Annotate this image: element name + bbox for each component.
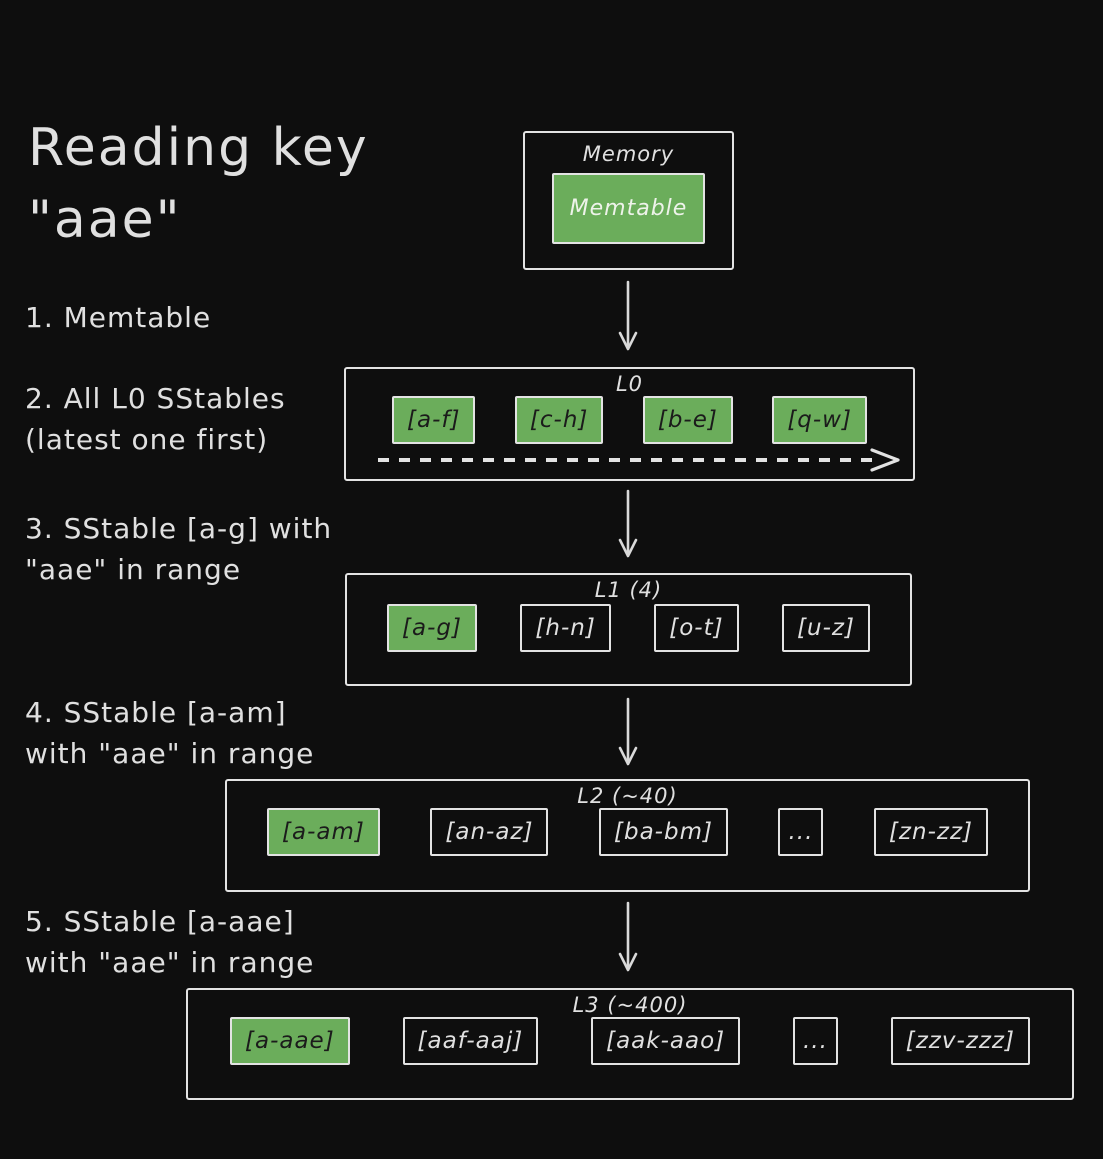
sstable-box: [a-am] [267,808,380,856]
arrow-l2-to-l3-icon [618,901,638,972]
ellipsis-box: ... [778,808,824,856]
sstable-box: [aak-aao] [591,1017,741,1065]
sstable-box: [ba-bm] [599,808,728,856]
sstable-box: [h-n] [520,604,611,652]
ellipsis-box: ... [792,1017,838,1065]
scan-order-dashed-arrow-icon [378,448,900,472]
arrow-memory-to-l0-icon [618,280,638,351]
arrow-l0-to-l1-icon [618,489,638,558]
level-2-row: L2 (~40) [a-am] [an-az] [ba-bm] ... [zn-… [225,779,1030,892]
level-0-label: L0 [615,372,644,396]
sstable-box: [zzv-zzz] [890,1017,1030,1065]
arrow-l1-to-l2-icon [618,697,638,766]
sstable-box: [aaf-aaj] [402,1017,539,1065]
sstable-box: [c-h] [514,396,604,444]
level-3-tables: [a-aae] [aaf-aaj] [aak-aao] ... [zzv-zzz… [188,1017,1072,1065]
sstable-box: [an-az] [430,808,549,856]
sstable-box: [b-e] [642,396,733,444]
level-1-tables: [a-g] [h-n] [o-t] [u-z] [347,604,910,652]
sstable-box: [q-w] [772,396,867,444]
step-4-l2-sstable: 4. SStable [a-am] with "aae" in range [25,696,315,770]
sstable-box: [o-t] [654,604,739,652]
level-0-tables: [a-f] [c-h] [b-e] [q-w] [346,396,913,444]
memory-box: Memory Memtable [523,131,734,270]
level-1-row: L1 (4) [a-g] [h-n] [o-t] [u-z] [345,573,912,686]
step-3-l1-sstable: 3. SStable [a-g] with "aae" in range [25,512,333,586]
level-1-label: L1 (4) [594,578,663,602]
sstable-box: [zn-zz] [873,808,988,856]
sstable-box: [a-f] [392,396,476,444]
memtable-box: Memtable [552,173,705,244]
step-2-l0-sstables: 2. All L0 SStables (latest one first) [25,382,286,456]
level-3-row: L3 (~400) [a-aae] [aaf-aaj] [aak-aao] ..… [186,988,1074,1100]
page-title: Reading key "aae" [28,118,369,250]
step-5-l3-sstable: 5. SStable [a-aae] with "aae" in range [25,905,315,979]
step-1-memtable: 1. Memtable [25,301,212,334]
level-2-tables: [a-am] [an-az] [ba-bm] ... [zn-zz] [227,808,1028,856]
sstable-box: [a-g] [387,604,477,652]
sstable-box: [u-z] [782,604,870,652]
level-0-row: L0 [a-f] [c-h] [b-e] [q-w] [344,367,915,481]
sstable-box: [a-aae] [230,1017,350,1065]
memory-label: Memory [582,142,675,166]
level-2-label: L2 (~40) [577,784,678,808]
level-3-label: L3 (~400) [572,993,688,1017]
